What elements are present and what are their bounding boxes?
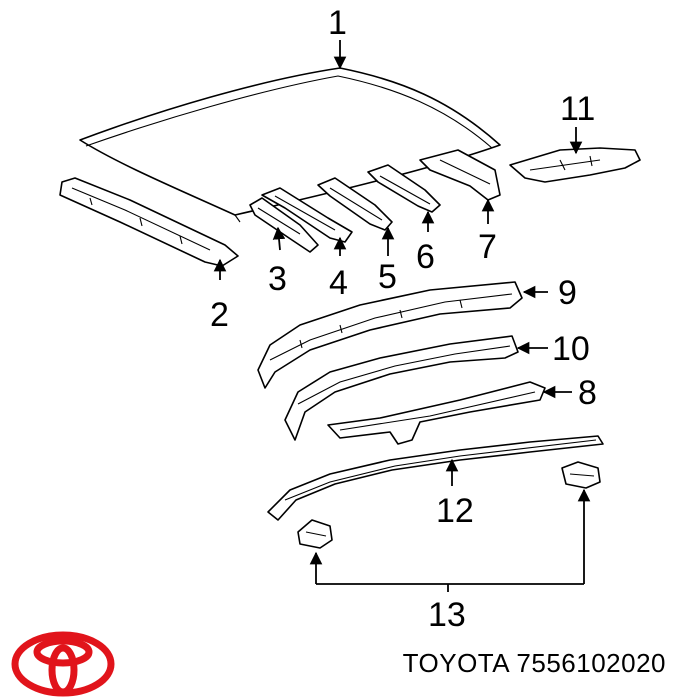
bracket-11 — [509, 147, 641, 183]
roof-bow-7 — [419, 149, 501, 201]
callout-11: 11 — [560, 90, 595, 128]
clip-13-left — [297, 519, 333, 549]
side-rail-10 — [284, 335, 519, 441]
front-header-rail — [59, 177, 239, 267]
roof-bow-4 — [261, 187, 353, 243]
callout-10: 10 — [552, 330, 590, 368]
callout-5: 5 — [378, 258, 397, 296]
part-number-label: TOYOTA 7556102020 — [402, 648, 666, 678]
toyota-logo-mark — [11, 631, 115, 697]
reinforcement-8 — [327, 381, 546, 445]
drip-molding-12 — [267, 435, 604, 521]
callout-7: 7 — [478, 228, 497, 266]
roof-bow-5 — [317, 177, 393, 231]
callout-8: 8 — [578, 374, 597, 412]
callout-2: 2 — [210, 296, 229, 334]
callout-3: 3 — [268, 260, 287, 298]
roof-panel — [79, 67, 501, 223]
roof-bow-3 — [249, 197, 319, 253]
callout-12: 12 — [436, 492, 474, 530]
callout-4: 4 — [329, 264, 348, 302]
roof-bow-6 — [367, 164, 441, 213]
callout-1: 1 — [328, 4, 347, 42]
toyota-logo — [11, 631, 115, 697]
clip-13-right — [561, 461, 601, 489]
callout-13: 13 — [428, 596, 466, 634]
callout-9: 9 — [558, 274, 577, 312]
callout-arrows — [213, 40, 591, 592]
callout-6: 6 — [416, 238, 435, 276]
side-rail-9 — [257, 281, 523, 389]
